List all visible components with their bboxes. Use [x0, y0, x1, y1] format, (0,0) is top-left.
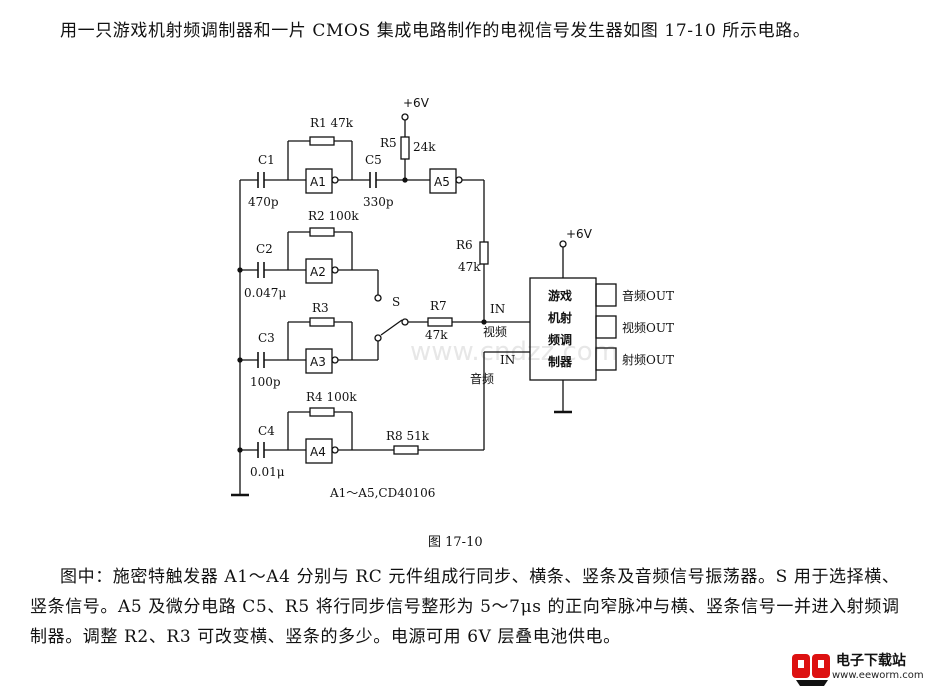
modulator-line-3: 频调 — [548, 332, 572, 347]
r2-label: R2 100k — [308, 209, 359, 223]
c1-label: C1 — [258, 153, 275, 167]
r4-label: R4 100k — [306, 390, 357, 404]
r5-value: 24k — [413, 140, 436, 154]
audio-out-label: 音频OUT — [622, 288, 674, 303]
resistor-r3 — [309, 317, 335, 327]
modulator-line-4: 制器 — [548, 354, 573, 369]
site-logo: 电子下载站 www.eeworm.com — [788, 646, 928, 689]
audio-in-label: IN — [500, 353, 515, 367]
rf-out-connector — [595, 347, 617, 371]
resistor-r4 — [309, 407, 335, 417]
modulator-line-2: 机射 — [548, 310, 572, 325]
gate-a2-label: A2 — [310, 265, 326, 279]
description-paragraph: 图中：施密特触发器 A1～A4 分别与 RC 元件组成行同步、横条、竖条及音频信… — [30, 567, 900, 647]
r3-label: R3 — [312, 301, 329, 315]
video-label: 视频 — [483, 324, 507, 339]
resistor-r1 — [309, 136, 335, 146]
r7-value: 47k — [425, 328, 448, 342]
audio-out-connector — [595, 283, 617, 307]
c4-label: C4 — [258, 424, 275, 438]
resistor-r5 — [400, 136, 410, 160]
supply-label-modulator: +6V — [566, 227, 593, 241]
c3-label: C3 — [258, 331, 275, 345]
intro-paragraph: 用一只游戏机射频调制器和一片 CMOS 集成电路制作的电视信号发生器如图 17-… — [60, 21, 811, 41]
r8-label: R8 51k — [386, 429, 430, 443]
video-in-label: IN — [490, 302, 505, 316]
video-out-connector — [595, 315, 617, 339]
r6-label: R6 — [456, 238, 473, 252]
c3-value: 100p — [250, 375, 281, 389]
gate-a1-label: A1 — [310, 175, 326, 189]
ic-note: A1～A5,CD40106 — [329, 486, 435, 500]
audio-label: 音频 — [470, 371, 494, 386]
r5-label: R5 — [380, 136, 397, 150]
gate-a5-label: A5 — [434, 175, 450, 189]
site-url: www.eeworm.com — [832, 670, 924, 681]
gate-a4-label: A4 — [310, 445, 326, 459]
modulator-line-1: 游戏 — [548, 288, 572, 303]
c2-value: 0.047μ — [244, 286, 286, 300]
video-out-label: 视频OUT — [622, 320, 674, 335]
r1-label: R1 47k — [310, 116, 354, 130]
r7-label: R7 — [430, 299, 447, 313]
resistor-r6 — [479, 241, 489, 265]
site-name: 电子下载站 — [836, 653, 906, 669]
resistor-r2 — [309, 227, 335, 237]
c2-label: C2 — [256, 242, 273, 256]
c1-value: 470p — [248, 195, 279, 209]
c4-value: 0.01μ — [250, 465, 285, 479]
switch-s — [380, 319, 403, 336]
bug-logo-icon — [792, 654, 830, 686]
rf-out-label: 射频OUT — [622, 352, 674, 367]
c5-label: C5 — [365, 153, 382, 167]
supply-label-top: +6V — [403, 96, 430, 110]
r6-value: 47k — [458, 260, 481, 274]
resistor-r8 — [393, 445, 419, 455]
c5-value: 330p — [363, 195, 394, 209]
resistor-r7 — [427, 317, 453, 327]
gate-a3-label: A3 — [310, 355, 326, 369]
switch-label: S — [392, 295, 400, 309]
figure-caption: 图 17-10 — [428, 535, 483, 550]
